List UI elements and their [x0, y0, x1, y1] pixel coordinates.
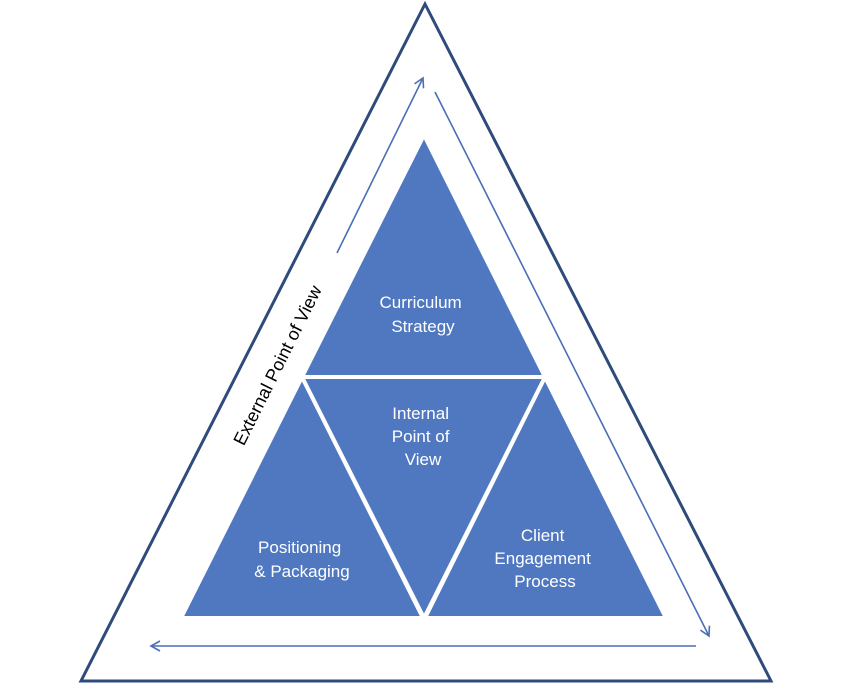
arrow-left-up	[336, 76, 425, 254]
arrow-right-down	[434, 91, 711, 638]
segment-left-label: Positioning & Packaging	[254, 538, 349, 581]
segment-top-label: Curriculum Strategy	[380, 293, 467, 336]
segment-right-label: Client Engagement Process	[494, 526, 595, 591]
segment-center	[298, 375, 549, 623]
segment-center-label: Internal Point of View	[392, 404, 454, 469]
